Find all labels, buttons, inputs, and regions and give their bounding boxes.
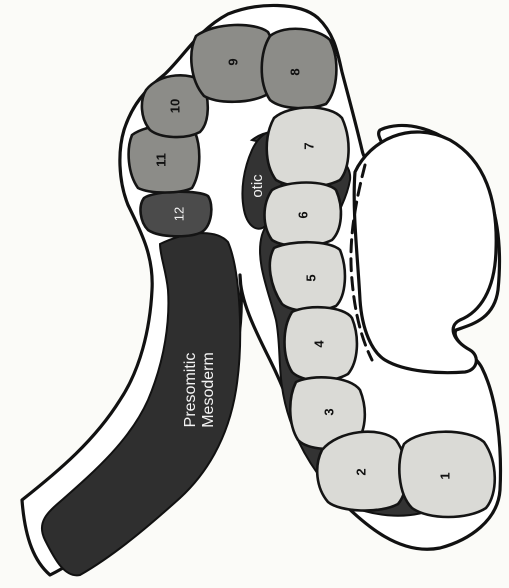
somite-4-label: 4 bbox=[311, 340, 326, 348]
somite-12-label: 12 bbox=[171, 207, 186, 221]
somite-6-label: 6 bbox=[295, 211, 310, 218]
otic-label: otic bbox=[249, 174, 266, 198]
somite-8: 8 bbox=[262, 29, 337, 108]
presomitic-label-line2: Mesoderm bbox=[200, 352, 217, 428]
somite-11-label: 11 bbox=[153, 153, 168, 167]
somite-1: 1 bbox=[399, 432, 494, 517]
somite-8-label: 8 bbox=[287, 68, 302, 75]
somite-12: 12 bbox=[141, 192, 212, 237]
somite-10-label: 10 bbox=[167, 99, 182, 113]
somite-7: 7 bbox=[267, 108, 349, 187]
head-vesicle bbox=[354, 132, 496, 373]
somite-5-label: 5 bbox=[303, 274, 318, 281]
somite-9-label: 9 bbox=[225, 58, 240, 65]
somite-1-label: 1 bbox=[437, 472, 452, 479]
somite-6: 6 bbox=[265, 183, 341, 247]
somite-4: 4 bbox=[285, 307, 357, 380]
somite-5: 5 bbox=[270, 242, 345, 311]
presomitic-label-line1: Presomitic bbox=[182, 353, 199, 428]
somite-3-label: 3 bbox=[321, 408, 336, 415]
somite-7-label: 7 bbox=[301, 142, 316, 149]
somite-2: 2 bbox=[317, 432, 407, 511]
somite-2-label: 2 bbox=[353, 468, 368, 475]
